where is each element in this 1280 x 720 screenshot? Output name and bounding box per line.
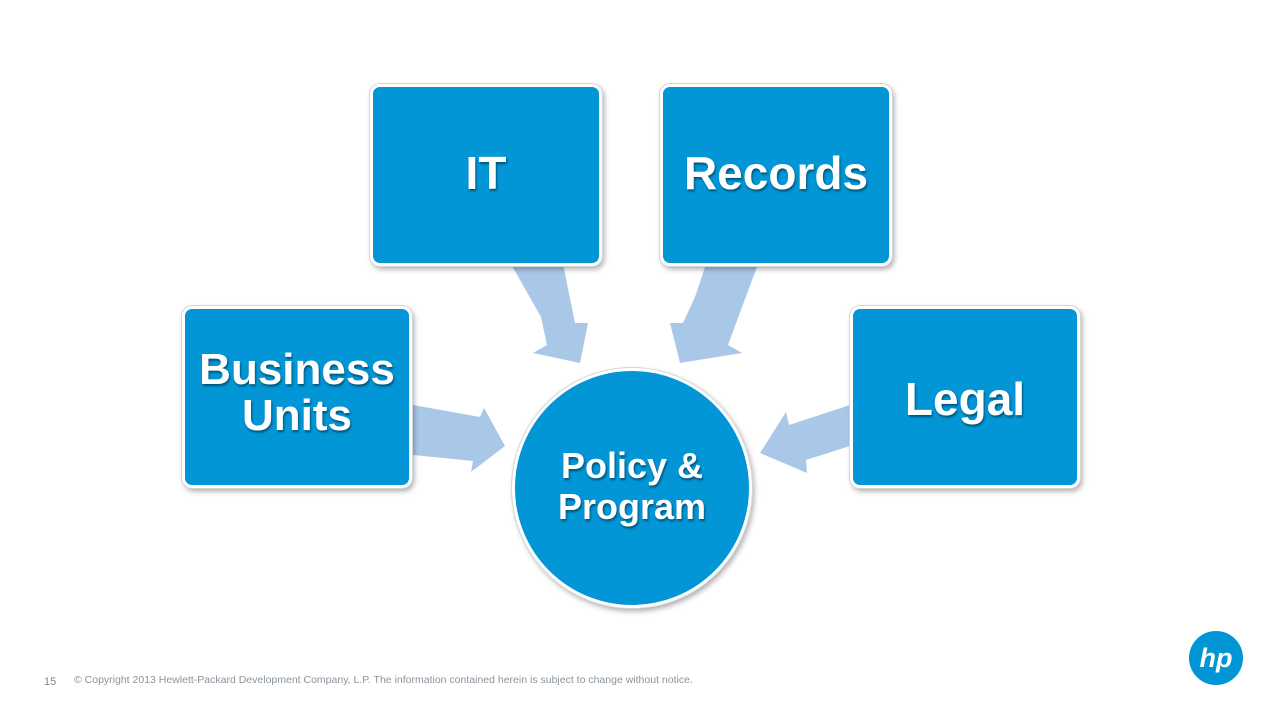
page-number: 15 bbox=[44, 676, 57, 688]
node-it: IT bbox=[370, 84, 602, 266]
node-records-label: Records bbox=[683, 147, 869, 199]
node-records: Records bbox=[660, 84, 892, 266]
hp-logo-text: hp bbox=[1200, 643, 1233, 673]
node-business-units-label-line2: Units bbox=[242, 391, 352, 441]
arrow-it-to-center bbox=[511, 264, 588, 363]
center-node-label-line2: Program bbox=[557, 486, 707, 528]
center-node-label: Policy & Program bbox=[515, 445, 749, 528]
node-business-units-label-line1: Business bbox=[199, 345, 395, 394]
node-business-units-label: Business Units bbox=[185, 345, 409, 485]
arrow-legal-to-center bbox=[760, 405, 850, 473]
center-node-policy-program: Policy & Program bbox=[512, 368, 752, 608]
center-node-label-line1: Policy & bbox=[560, 445, 704, 486]
node-legal-label: Legal bbox=[904, 373, 1026, 425]
arrow-records-to-center bbox=[670, 264, 758, 363]
copyright-notice: © Copyright 2013 Hewlett-Packard Develop… bbox=[74, 674, 693, 686]
node-legal: Legal bbox=[850, 306, 1080, 488]
node-it-label: IT bbox=[465, 147, 507, 199]
node-business-units: Business Units bbox=[182, 306, 412, 488]
arrow-business-to-center bbox=[413, 405, 505, 472]
hp-logo-icon: hp bbox=[1189, 631, 1243, 685]
